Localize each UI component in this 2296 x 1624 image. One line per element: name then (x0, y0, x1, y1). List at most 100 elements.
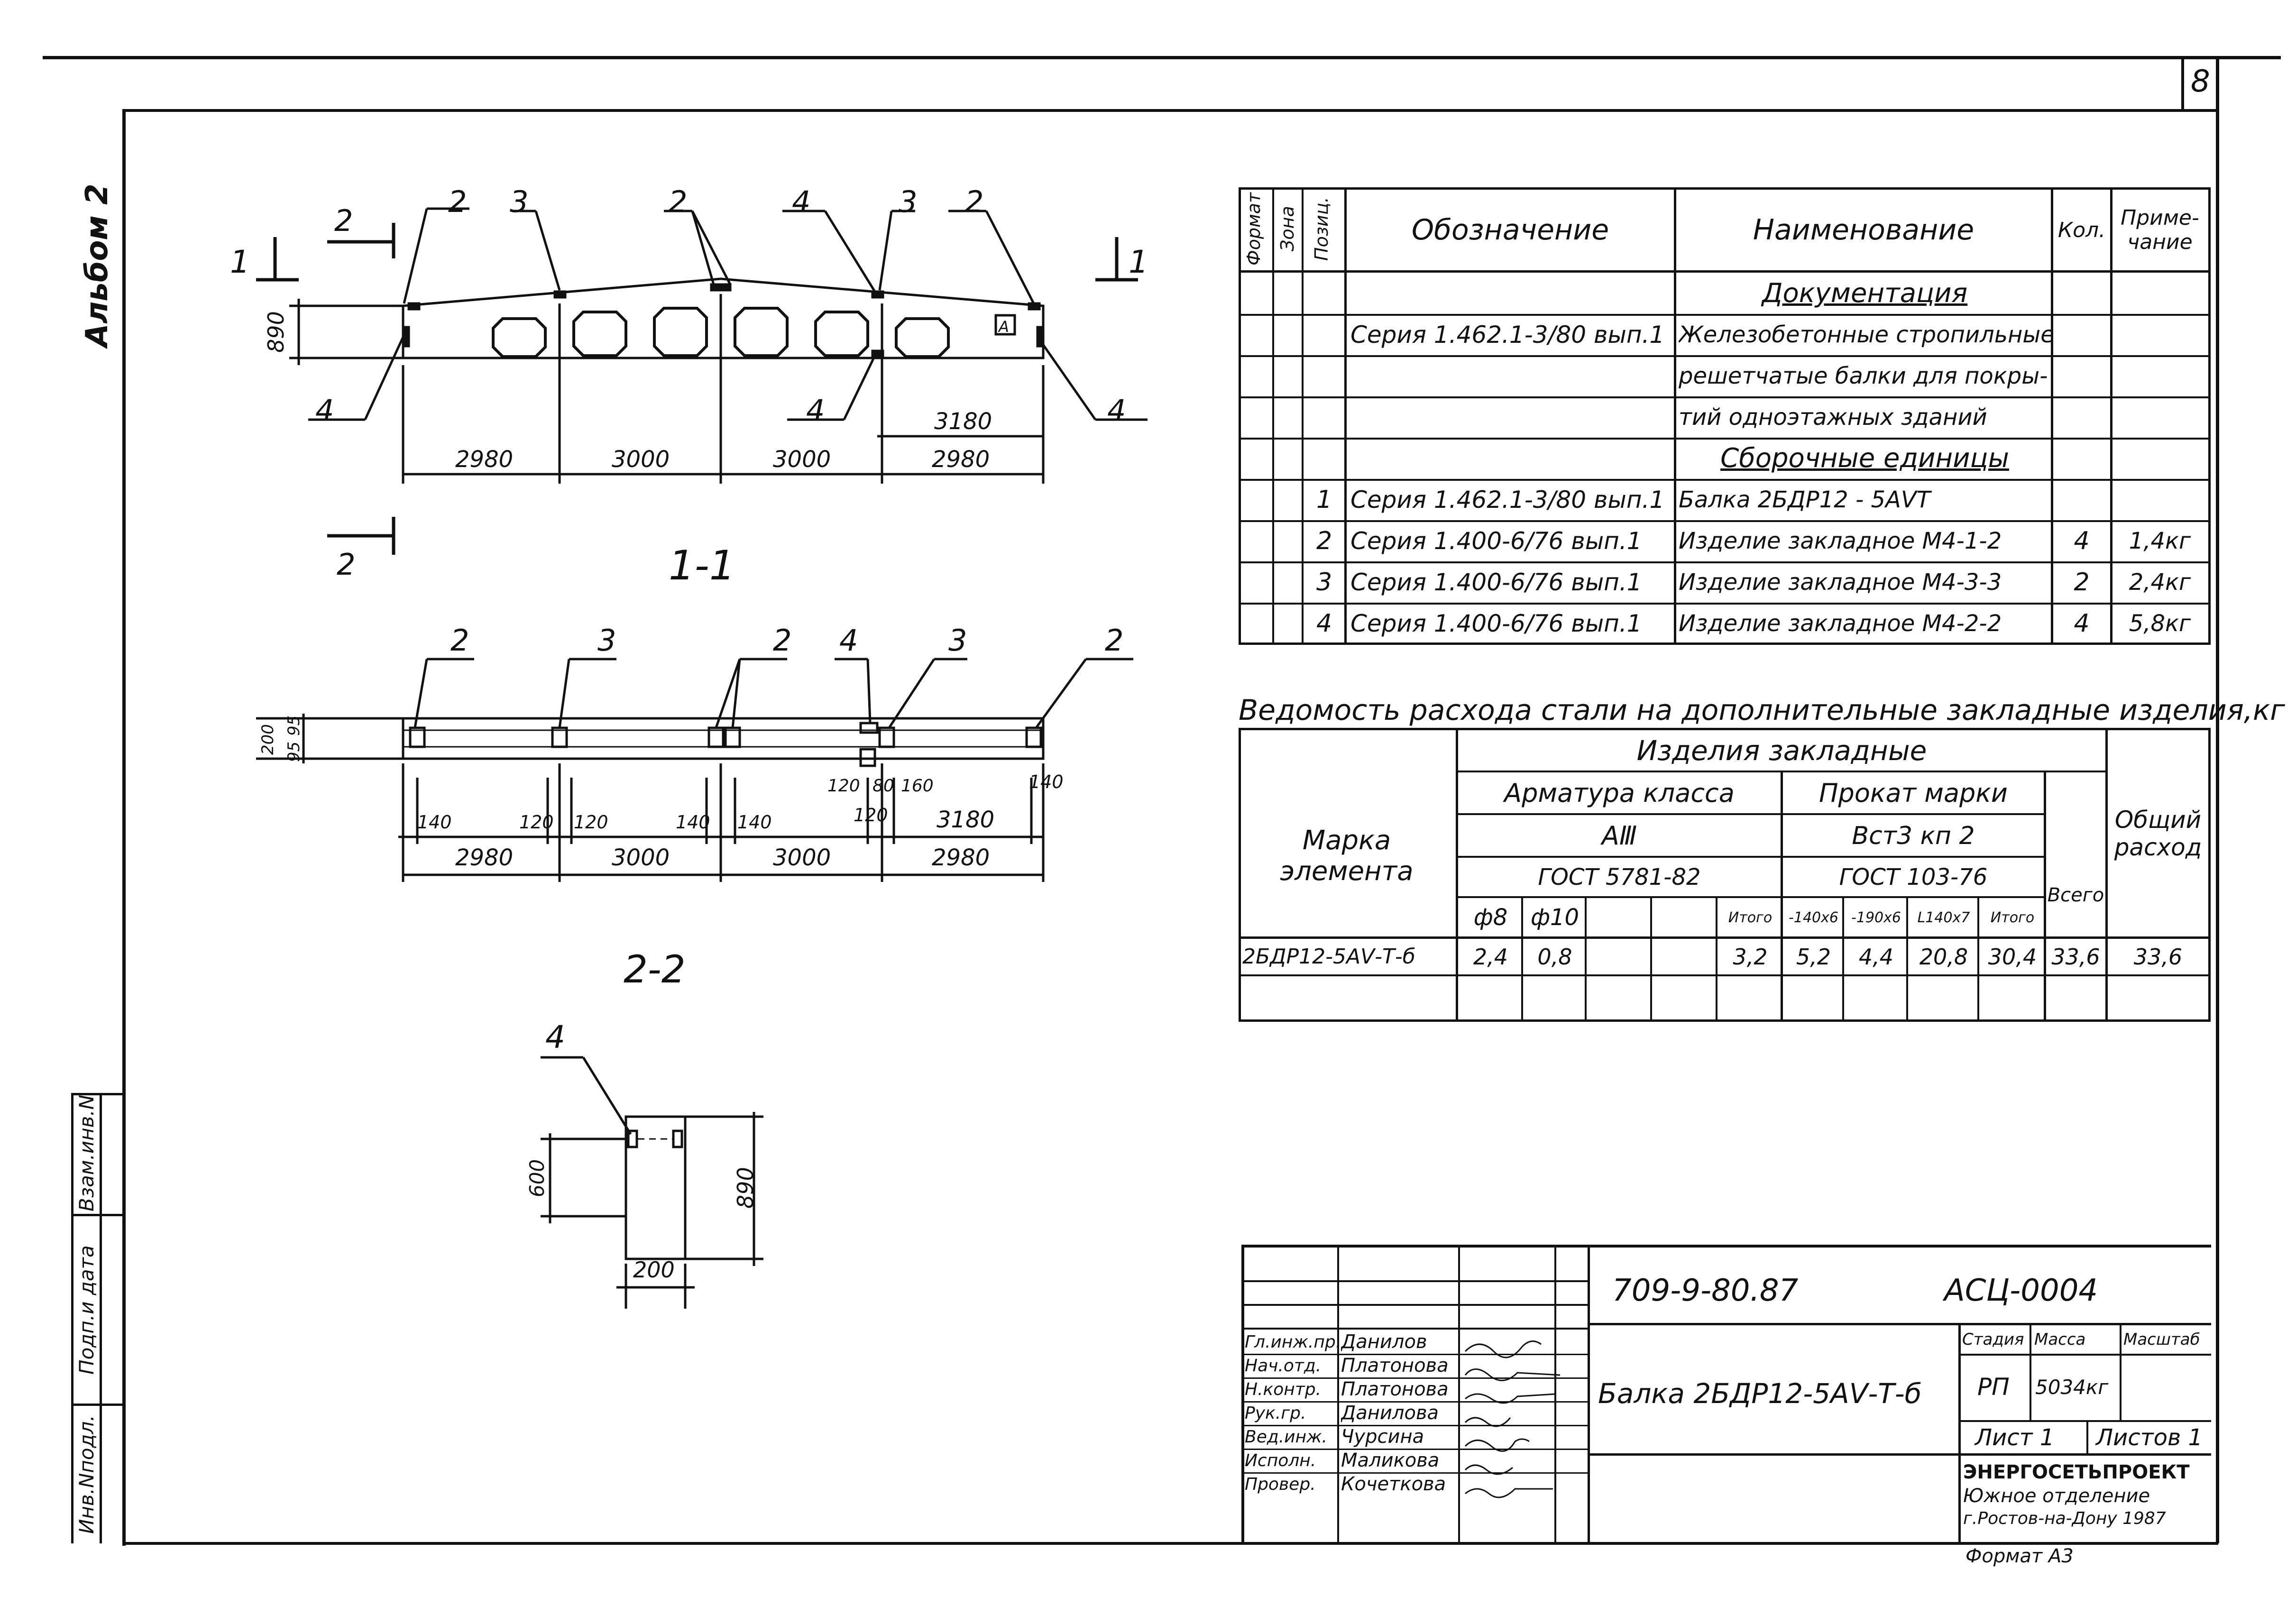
plan-dim-95-b: 95 (285, 741, 303, 762)
steel-h-total: Всего (2047, 884, 2104, 906)
spec-pos: 4 (1316, 609, 1332, 638)
spec-name: Изделие закладное М4-1-2 (1679, 527, 2002, 554)
plan-dim-80: 80 (872, 776, 894, 796)
plan-callout-3-b: 3 (948, 623, 967, 658)
tb-stage-h: Стадия (1962, 1330, 2024, 1349)
plan-dim-2980-a: 2980 (455, 844, 514, 871)
spec-designation: Серия 1.400-6/76 вып.1 (1350, 568, 1642, 596)
callout-4-b: 4 (315, 393, 334, 428)
spec-row-line (1239, 355, 2211, 357)
plan-dim-140-d: 140 (1029, 771, 1064, 792)
spec-row-line (1239, 561, 2211, 563)
col-name: Наименование (1753, 213, 1975, 247)
section-outline (625, 1115, 687, 1260)
spec-row-line (1239, 396, 2211, 398)
spec-name: Балка 2БДР12 - 5АⅤТ (1679, 486, 1931, 513)
steel-value: 3,2 (1733, 944, 1768, 970)
plan-dim-140-c: 140 (737, 812, 772, 833)
steel-value: 4,4 (1858, 944, 1894, 970)
spec-note: 2,4кг (2129, 569, 2191, 596)
tb-stage: РП (1977, 1373, 2010, 1401)
steel-h-mark: Марка элемента (1280, 825, 1414, 887)
plan-dim-120-b: 120 (574, 812, 608, 833)
cut-2-bottom: 2 (337, 547, 356, 582)
plan-dim-3000-a: 3000 (612, 844, 670, 871)
callout-4-a: 4 (792, 184, 811, 219)
steel-h-rolled-grade: Вст3 кп 2 (1852, 821, 1975, 850)
spec-pos: 2 (1316, 526, 1332, 555)
tb-org-1: ЭНЕРГОСЕТЬПРОЕКТ (1963, 1461, 2190, 1483)
tb-mass: 5034кг (2035, 1376, 2109, 1399)
steel-value: 30,4 (1988, 944, 2037, 970)
staff-row-line (1241, 1425, 1588, 1426)
steel-h-rebar-gost: ГОСТ 5781-82 (1538, 864, 1701, 890)
tb-doc: АСЦ-0004 (1944, 1273, 2098, 1308)
steel-subheader: Итого (1990, 909, 2035, 926)
spec-name: Изделие закладное М4-3-3 (1679, 569, 2002, 596)
steel-subheader: -190х6 (1851, 909, 1901, 926)
steel-subheader: Итого (1728, 909, 1773, 926)
tb-org-2: Южное отделение (1963, 1485, 2150, 1507)
callout-3-b: 3 (899, 184, 918, 219)
staff-role: Нач.отд. (1245, 1356, 1322, 1376)
spec-note: 1,4кг (2129, 527, 2191, 554)
tb-org-3: г.Ростов-на-Дону 1987 (1963, 1509, 2166, 1528)
steel-mark: 2БДР12-5АⅤ-Т-б (1242, 945, 1415, 969)
frame-right (2216, 59, 2219, 1543)
dim-2980-a: 2980 (455, 446, 514, 473)
staff-row-line (1241, 1354, 1588, 1355)
spec-row-line (1239, 438, 2211, 440)
section-dim-890: 890 (733, 1167, 758, 1209)
cut-1-right: 1 (1129, 244, 1148, 280)
cut-1-left: 1 (230, 244, 250, 280)
steel-value: 2,4 (1473, 944, 1508, 970)
spec-name: Железобетонные стропильные (1679, 321, 2051, 348)
mark-a-box (994, 314, 1016, 336)
steel-subheader: L140х7 (1917, 909, 1970, 926)
steel-total: 33,6 (2051, 944, 2100, 970)
steel-overall: 33,6 (2133, 944, 2183, 970)
plan-dim-160: 160 (901, 776, 934, 796)
tb-format: Формат А3 (1965, 1545, 2074, 1567)
plan-callout-4: 4 (839, 623, 858, 658)
staff-role: Н.контр. (1245, 1379, 1322, 1399)
staff-name: Платонова (1341, 1378, 1449, 1400)
tb-scale-h: Масштаб (2123, 1330, 2200, 1349)
plan-callout-2-a: 2 (450, 623, 469, 658)
staff-role: Вед.инж. (1245, 1427, 1327, 1447)
callout-3-a: 3 (510, 184, 529, 219)
plan-callout-2-b: 2 (773, 623, 792, 658)
spec-qty: 4 (2074, 526, 2090, 555)
col-qty: Кол. (2057, 218, 2106, 242)
spec-name: Сборочные единицы (1720, 443, 2009, 474)
steel-h-group: Изделия закладные (1636, 734, 1927, 767)
spec-note: 5,8кг (2129, 610, 2191, 637)
plan-callout-2-c: 2 (1105, 623, 1124, 658)
plan-title: 1-1 (669, 542, 735, 589)
spec-name: тий одноэтажных зданий (1679, 404, 1987, 431)
col-note: Приме-чание (2121, 206, 2199, 254)
staff-row-line (1241, 1401, 1588, 1403)
plan-dim-95-a: 95 (285, 715, 303, 736)
staff-row-line (1241, 1449, 1588, 1450)
spec-designation: Серия 1.462.1-3/80 вып.1 (1350, 321, 1665, 349)
elevation-view: А (256, 207, 1148, 555)
plan-dim-3180: 3180 (937, 807, 995, 833)
section-callout-4: 4 (545, 1019, 565, 1055)
staff-role: Гл.инж.пр. (1245, 1332, 1337, 1352)
staff-name: Данилов (1341, 1331, 1427, 1353)
plan-dim-2980-b: 2980 (932, 844, 990, 871)
steel-value: 20,8 (1919, 944, 1968, 970)
staff-name: Чурсина (1341, 1426, 1424, 1448)
beam-openings (492, 307, 950, 358)
frame-left (122, 109, 126, 1546)
dim-3000-b: 3000 (773, 446, 831, 473)
dim-3000-a: 3000 (612, 446, 670, 473)
cut-2-top: 2 (334, 203, 353, 238)
staff-name: Данилова (1341, 1402, 1439, 1424)
callout-4-c: 4 (806, 393, 825, 428)
signatures (1464, 1340, 1561, 1498)
sheet-number: 8 (2191, 64, 2210, 99)
plan-dim-120-a: 120 (519, 812, 554, 833)
plan-outline (402, 717, 1045, 760)
